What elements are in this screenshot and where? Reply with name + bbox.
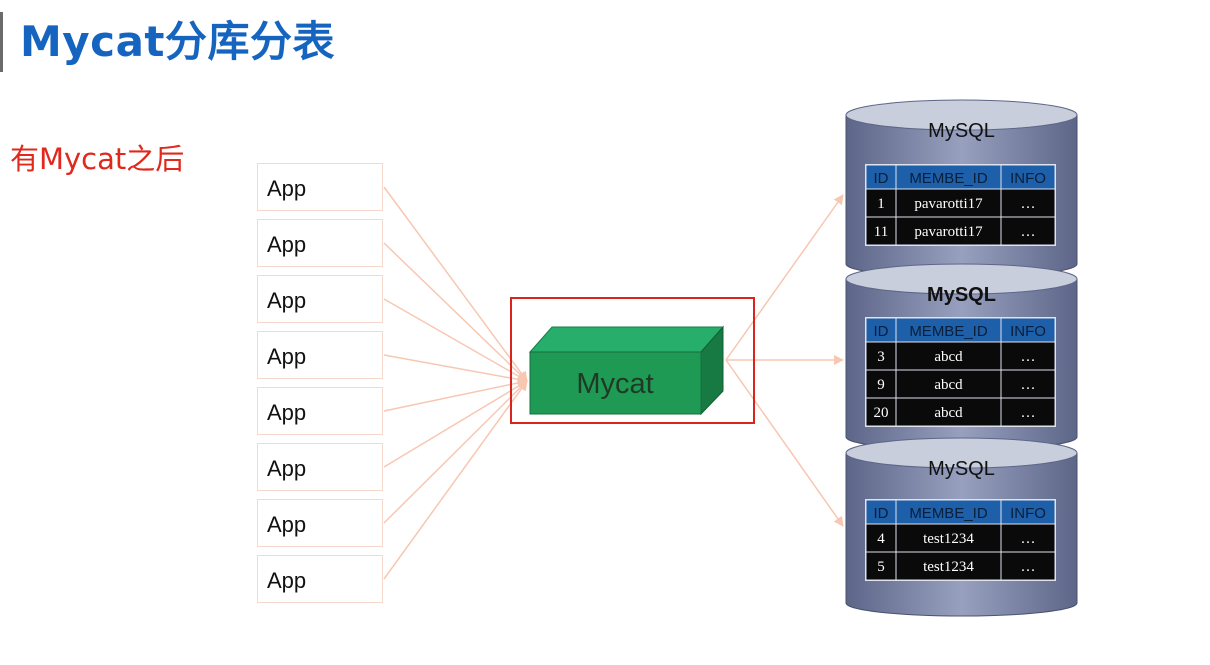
table-header-cell [1000, 164, 1056, 190]
app-box: App [257, 387, 383, 435]
app-box: App [257, 219, 383, 267]
table-cell-value: … [1021, 531, 1036, 547]
table-cell [865, 551, 897, 581]
diagram-subtitle: 有Mycat之后 [10, 142, 185, 176]
title-accent-bar [0, 12, 3, 72]
mycat-box-top [528, 326, 725, 353]
db-label: MySQL [928, 120, 995, 142]
table-cell-value: 9 [877, 377, 885, 393]
table-cell-value: 11 [874, 224, 888, 240]
db-label: MySQL [927, 284, 996, 306]
table-header-label: MEMBE_ID [909, 170, 988, 187]
table-cell-value: … [1021, 349, 1036, 365]
app-to-mycat-arrow [383, 380, 528, 580]
table-header-label: ID [874, 505, 889, 522]
table-cell-value: 1 [877, 196, 885, 212]
app-to-mycat-arrow [383, 380, 528, 524]
table-cell [1000, 551, 1056, 581]
mycat-to-db-arrow [725, 194, 844, 361]
app-box: App [257, 555, 383, 603]
mycat-to-db-arrow [725, 359, 844, 527]
table-cell [1000, 216, 1056, 246]
table-header-cell [895, 164, 1002, 190]
table-header-cell [895, 499, 1002, 525]
table-cell-value: … [1021, 377, 1036, 393]
table-cell-value: abcd [934, 405, 963, 421]
table-cell [865, 341, 897, 371]
app-to-mycat-arrow [383, 298, 528, 382]
db-connectors [725, 194, 844, 527]
mycat-node: Mycat [528, 325, 725, 416]
table-cell-value: pavarotti17 [914, 224, 983, 240]
mycat-highlight-frame [510, 297, 755, 424]
app-to-mycat-arrow [383, 242, 528, 382]
table-header-label: ID [874, 170, 889, 187]
db-cylinder-cap [845, 437, 1078, 469]
table-cell-value: abcd [934, 349, 963, 365]
app-connectors [383, 186, 528, 580]
table-header-label: INFO [1010, 505, 1046, 522]
table-cell-value: 20 [874, 405, 889, 421]
mycat-label: Mycat [576, 368, 653, 400]
table-cell [1000, 397, 1056, 427]
mysql-database: MySQL ID MEMBE_ID INFO 1 pavarotti17 … 11 pavaro… [845, 99, 1078, 278]
db-cylinder-cap [845, 99, 1078, 131]
db-cylinder-cap [845, 263, 1078, 295]
table-cell-value: … [1021, 196, 1036, 212]
table-cell [895, 523, 1002, 553]
app-box: App [257, 443, 383, 491]
table-cell [1000, 369, 1056, 399]
db-label: MySQL [928, 458, 995, 480]
table-cell-value: 4 [877, 531, 885, 547]
table-cell-value: test1234 [923, 559, 974, 575]
app-box: App [257, 275, 383, 323]
table-cell [895, 397, 1002, 427]
table-cell-value: … [1021, 405, 1036, 421]
table-header-cell [865, 164, 897, 190]
table-cell [1000, 188, 1056, 218]
table-cell-value: test1234 [923, 531, 974, 547]
table-cell-value: 5 [877, 559, 885, 575]
table-cell-value: pavarotti17 [914, 196, 983, 212]
table-cell [865, 397, 897, 427]
table-cell-value: … [1021, 559, 1036, 575]
table-cell [895, 341, 1002, 371]
mysql-database: MySQL ID MEMBE_ID INFO 4 test1234 … 5 test1234 … [845, 437, 1078, 617]
page-title: Mycat分库分表 [20, 17, 335, 66]
table-header-cell [1000, 499, 1056, 525]
table-cell [865, 369, 897, 399]
app-to-mycat-arrow [383, 377, 528, 412]
table-cell-value: … [1021, 224, 1036, 240]
table-header-label: MEMBE_ID [909, 505, 988, 522]
table-header-label: INFO [1010, 323, 1046, 340]
app-to-mycat-arrow [383, 354, 528, 385]
table-cell [895, 551, 1002, 581]
table-header-cell [895, 317, 1002, 343]
table-cell-value: abcd [934, 377, 963, 393]
table-cell [1000, 341, 1056, 371]
table-header-label: INFO [1010, 170, 1046, 187]
table-header-label: MEMBE_ID [909, 323, 988, 340]
mycat-box-front [529, 351, 702, 415]
app-to-mycat-arrow [383, 186, 528, 382]
app-box: App [257, 163, 383, 211]
app-to-mycat-arrow [383, 380, 528, 468]
mysql-database: MySQL ID MEMBE_ID INFO 3 abcd … 9 abcd … 20 abcd … [845, 263, 1078, 451]
table-header-cell [1000, 317, 1056, 343]
table-header-label: ID [874, 323, 889, 340]
app-box: App [257, 331, 383, 379]
table-cell [865, 216, 897, 246]
app-box: App [257, 499, 383, 547]
table-cell [895, 216, 1002, 246]
table-cell-value: 3 [877, 349, 885, 365]
table-cell [1000, 523, 1056, 553]
